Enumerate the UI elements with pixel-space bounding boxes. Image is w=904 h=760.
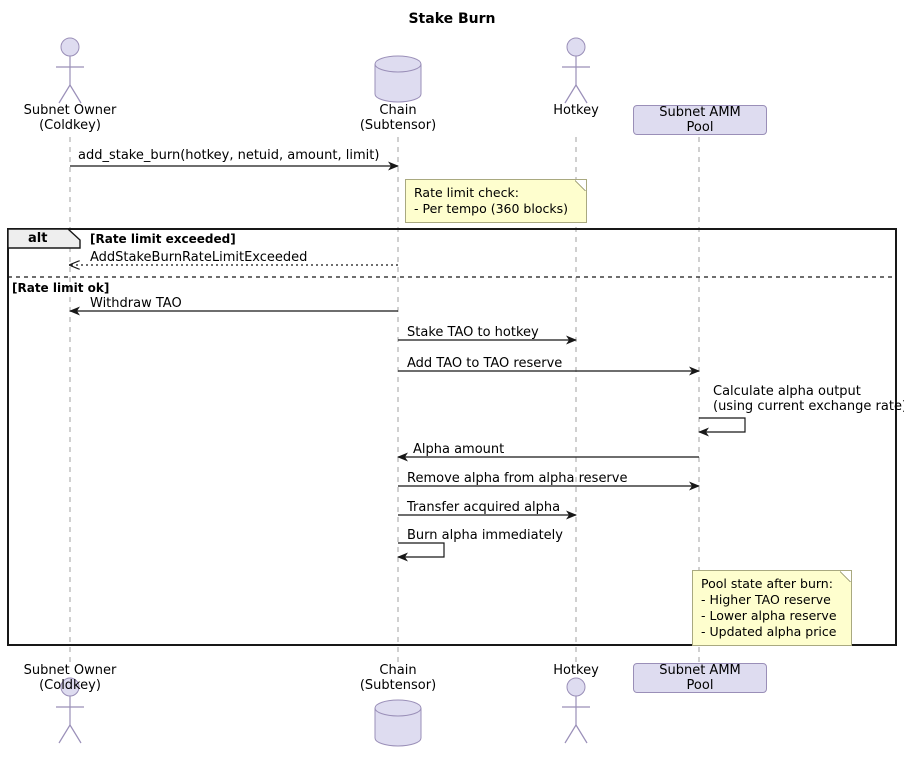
participant-label-chain-bottom: Chain (Subtensor) [359, 663, 437, 693]
message-label-stake-tao-to-hotkey: Stake TAO to hotkey [407, 325, 539, 340]
participant-label-subnet-owner-top: Subnet Owner (Coldkey) [23, 103, 117, 133]
rate-limit-note-text: Rate limit check: - Per tempo (360 block… [414, 185, 568, 216]
pool-state-note: Pool state after burn: - Higher TAO rese… [692, 570, 852, 646]
participant-box-subnet-amm-pool-bottom[interactable]: Subnet AMM Pool [633, 663, 767, 693]
note-fold-corner-icon [575, 180, 586, 191]
message-label-alpha-amount: Alpha amount [413, 442, 505, 457]
alt-guard-0: [Rate limit exceeded] [90, 232, 236, 246]
participant-box-label: Subnet AMM Pool [659, 663, 741, 693]
pool-state-note-text: Pool state after burn: - Higher TAO rese… [701, 576, 837, 639]
message-label-add-stake-burn: add_stake_burn(hotkey, netuid, amount, l… [78, 148, 380, 163]
actor-icon-subnet-owner-bottom [56, 677, 84, 744]
actor-icon-hotkey [562, 37, 590, 104]
alt-fragment-tab [7, 228, 81, 249]
alt-fragment-border [7, 228, 897, 646]
message-label-rate-limit-exceeded-return: AddStakeBurnRateLimitExceeded [90, 250, 308, 265]
message-label-add-tao-to-reserve: Add TAO to TAO reserve [407, 356, 563, 371]
message-label-withdraw-tao: Withdraw TAO [90, 296, 182, 311]
self-message-label-burn-alpha-immediately: Burn alpha immediately [407, 528, 563, 543]
alt-guard-1: [Rate limit ok] [12, 281, 110, 295]
self-message-arrow-calculate-alpha-output [698, 417, 746, 437]
note-fold-corner-icon [840, 571, 851, 582]
actor-icon-hotkey-bottom [562, 677, 590, 744]
diagram-title: Stake Burn [408, 11, 496, 27]
database-icon-chain [374, 55, 422, 103]
participant-box-subnet-amm-pool-top[interactable]: Subnet AMM Pool [633, 105, 767, 135]
actor-icon-subnet-owner [56, 37, 84, 104]
self-message-label-calculate-alpha-output: Calculate alpha output (using current ex… [713, 384, 904, 414]
database-icon-chain-bottom [374, 699, 422, 747]
self-message-arrow-burn-alpha-immediately [397, 542, 445, 562]
participant-label-hotkey-top: Hotkey [553, 103, 599, 118]
participant-label-subnet-owner-bottom: Subnet Owner (Coldkey) [23, 663, 117, 693]
message-label-remove-alpha-from-reserve: Remove alpha from alpha reserve [407, 471, 628, 486]
participant-label-chain-top: Chain (Subtensor) [359, 103, 437, 133]
alt-operator-label: alt [28, 231, 48, 246]
message-label-transfer-acquired-alpha: Transfer acquired alpha [407, 500, 561, 515]
rate-limit-note: Rate limit check: - Per tempo (360 block… [405, 179, 587, 223]
participant-label-hotkey-bottom: Hotkey [553, 663, 599, 678]
participant-box-label: Subnet AMM Pool [659, 105, 741, 135]
